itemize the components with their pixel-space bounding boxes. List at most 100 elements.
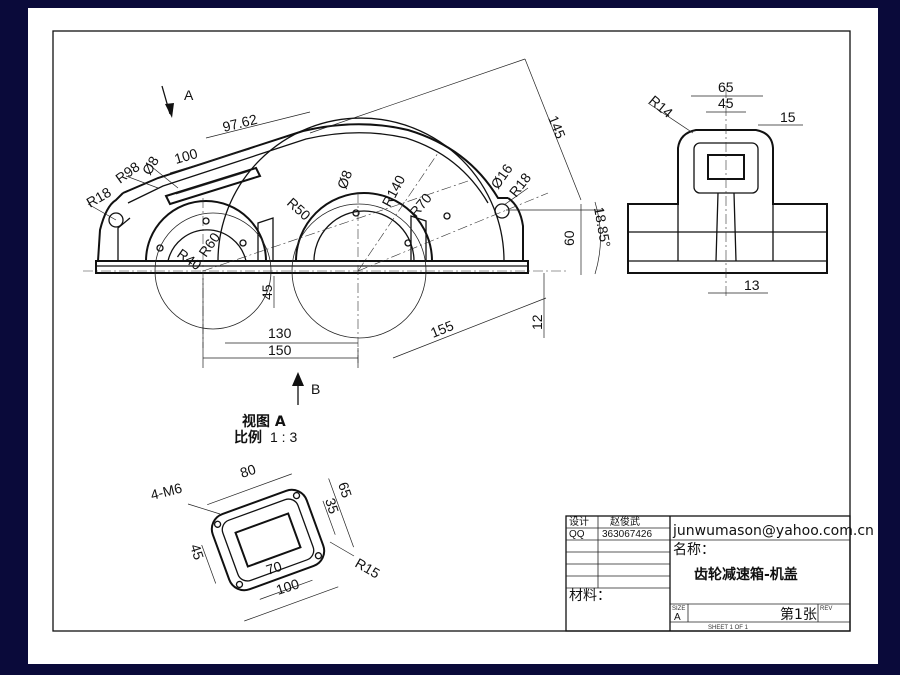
dim-145: 145	[545, 113, 569, 141]
dim-r140: R140	[379, 172, 409, 209]
dim-side-13-text: 13	[744, 277, 760, 293]
dim-45: 45	[259, 284, 275, 300]
dim-12: 12	[529, 314, 545, 330]
dim-line-97-62	[205, 111, 311, 139]
dim-r18-left: R18	[84, 184, 114, 211]
dim-r50: R50	[284, 194, 314, 223]
bolt-hole-4	[352, 209, 360, 217]
housing-inner-profile	[127, 132, 489, 204]
dim-side-r14: R14	[646, 92, 676, 121]
detail-hole-3	[235, 580, 244, 589]
front-view	[83, 117, 568, 363]
leader-detail-holes	[187, 503, 221, 515]
dim-155: 155	[428, 317, 456, 341]
detail-hole-4	[314, 552, 323, 560]
detail-hole-2	[292, 491, 301, 500]
dim-60: 60	[561, 230, 577, 246]
dim-line-145-ext	[309, 58, 526, 134]
leader-r18-left	[87, 203, 117, 221]
dim-detail-35-text: 35	[322, 496, 342, 516]
dim-detail-100-text: 100	[274, 575, 301, 598]
radial-center-line-1	[202, 180, 469, 272]
leader-r98	[125, 175, 159, 189]
leader-side-r14	[647, 102, 694, 134]
tb-designer-name: 赵俊武	[610, 515, 640, 528]
detail-inner-outline	[221, 498, 315, 582]
detail-scale-value: 1 : 3	[270, 429, 297, 445]
right-bearing-inner-arc	[313, 210, 415, 262]
drawing-sheet: A B 97.62 100 145 18.85° 60 12 155 130 1…	[28, 8, 878, 664]
tb-qq-label: QQ	[569, 529, 585, 540]
bolt-hole-1	[156, 244, 164, 252]
dim-detail-80	[207, 473, 292, 505]
housing-outer-profile	[122, 123, 508, 199]
inspection-cover	[164, 166, 262, 206]
dim-detail-r15-text: R15	[353, 555, 383, 582]
dim-line-155	[392, 297, 547, 359]
dim-line-145	[524, 58, 582, 201]
dim-phi8-left: Ø8	[139, 153, 162, 177]
tb-part-name: 齿轮减速箱-机盖	[694, 566, 798, 583]
tb-rev-label: REV	[820, 606, 832, 612]
dim-side-15-text: 15	[780, 109, 796, 125]
view-arrow-a	[161, 85, 174, 118]
dim-detail-65-text: 65	[335, 480, 355, 500]
bolt-hole-6	[443, 212, 451, 220]
dim-line-100	[169, 148, 251, 174]
inspection-cover-line	[175, 170, 251, 195]
left-end-boss	[97, 192, 124, 262]
dim-r60: R60	[195, 229, 223, 259]
left-lift-hole	[108, 212, 124, 228]
detail-opening	[234, 512, 302, 568]
arrow-a-head	[165, 103, 174, 118]
dim-detail-holes-text: 4-M6	[149, 480, 184, 503]
drawing-border	[52, 30, 851, 632]
view-arrow-a-label: A	[184, 87, 194, 103]
right-rib	[410, 215, 427, 261]
leader-phi8-left	[146, 162, 179, 189]
dim-detail-80-text: 80	[238, 461, 258, 481]
view-arrow-b-label: B	[311, 381, 320, 397]
dim-side-45-text: 45	[718, 95, 734, 111]
r140-arc	[217, 117, 505, 262]
dim-detail-65	[328, 478, 354, 548]
base-flange	[95, 260, 529, 274]
dim-detail-70	[259, 579, 313, 600]
detail-view-a	[201, 473, 354, 622]
dim-arc-18-85	[594, 201, 601, 275]
tb-name-label: 名称：	[673, 542, 715, 558]
side-center-rib	[715, 192, 737, 262]
tb-email: junwumason@yahoo.com.cn	[672, 523, 874, 539]
center-rib	[257, 217, 274, 261]
radial-center-line-2	[357, 192, 549, 272]
right-lift-hole	[494, 203, 510, 219]
leader-detail-r15	[329, 541, 355, 557]
dim-phi8-right: Ø8	[334, 168, 355, 191]
left-rib	[117, 217, 131, 261]
title-block-frame	[565, 515, 851, 632]
dim-detail-70-text: 70	[264, 558, 284, 578]
bolt-hole-5	[404, 239, 412, 247]
dim-detail-100	[244, 586, 339, 622]
side-outer-profile	[627, 129, 828, 274]
dim-detail-45-text: 45	[187, 542, 207, 562]
tb-material-label: 材料：	[569, 588, 611, 604]
detail-hole-1	[213, 520, 222, 528]
dim-97-62: 97.62	[221, 111, 259, 135]
leader-r18-right	[503, 187, 529, 206]
front-view-dimensions	[87, 58, 603, 368]
bolt-hole-3	[239, 239, 247, 247]
dim-100: 100	[172, 145, 199, 167]
radial-center-line-3	[357, 152, 439, 272]
dim-r98: R98	[112, 158, 142, 186]
dim-detail-45	[201, 544, 217, 584]
tb-designer-label: 设计	[569, 515, 589, 528]
dim-150: 150	[268, 342, 292, 358]
dim-18-85: 18.85°	[591, 206, 614, 249]
detail-scale-label: 比例	[234, 429, 262, 446]
tb-size-label: SIZE	[672, 606, 685, 612]
detail-view-title: 视图 A	[242, 413, 286, 430]
left-bearing-inner-arc	[167, 229, 247, 262]
right-end-boss	[507, 197, 524, 261]
